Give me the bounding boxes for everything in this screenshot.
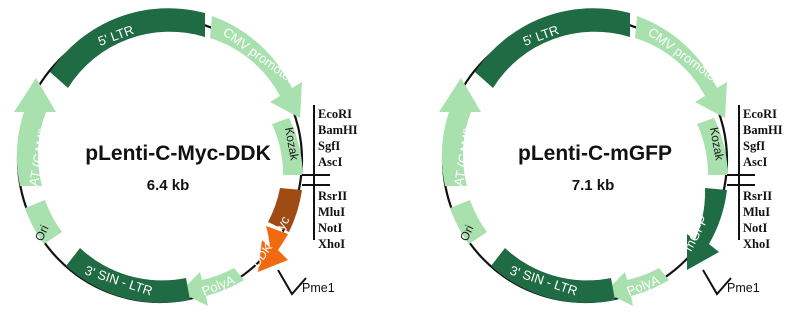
site-bamhi: BamHI xyxy=(743,123,783,137)
site-ascl: AscI xyxy=(743,155,767,169)
site-ascl: AscI xyxy=(318,155,342,169)
site-bamhi: BamHI xyxy=(318,123,358,137)
plasmid-map-myc-ddk: 5' LTR CMV promoter Kozak Myc DDK PolyA … xyxy=(14,8,358,306)
restriction-sites-upper: EcoRI BamHI SgfI AscI xyxy=(743,107,783,169)
feature-3-sin-ltr xyxy=(66,248,190,303)
restriction-sites-lower: RsrII MluI NotI XhoI xyxy=(743,189,772,251)
site-ecori: EcoRI xyxy=(318,107,352,121)
feature-cmv-promoter xyxy=(635,16,727,118)
feature-cmv-promoter-label: CMV promoter xyxy=(645,24,723,86)
site-mlui: MluI xyxy=(318,205,345,219)
feature-3-sin-ltr xyxy=(491,248,615,303)
feature-polya xyxy=(605,268,669,306)
feature-cat-cam xyxy=(439,78,481,186)
feature-cat-cam xyxy=(14,78,56,186)
feature-polya xyxy=(180,268,244,306)
feature-kozak-label: Kozak xyxy=(707,126,727,162)
plasmid-map-mgfp: 5' LTR CMV promoter Kozak mGFP PolyA 3' … xyxy=(439,8,783,306)
pme1-label: Pme1 xyxy=(727,281,760,295)
feature-myc-tag xyxy=(268,188,302,232)
site-noti: NotI xyxy=(743,221,767,235)
pme1-marker xyxy=(702,269,732,296)
site-xhoi: XhoI xyxy=(743,237,770,251)
feature-5-ltr xyxy=(50,8,205,89)
feature-ori xyxy=(25,200,62,244)
feature-kozak xyxy=(697,118,728,175)
site-mlui: MluI xyxy=(743,205,770,219)
restriction-bracket xyxy=(302,105,330,240)
feature-5-ltr xyxy=(475,8,630,89)
restriction-sites-upper: EcoRI BamHI SgfI AscI xyxy=(318,107,358,169)
feature-ddk-tag xyxy=(258,226,288,272)
site-rsrii: RsrII xyxy=(743,189,772,203)
plasmid-name: pLenti-C-mGFP xyxy=(518,142,672,165)
feature-kozak xyxy=(272,118,303,175)
plasmid-size: 6.4 kb xyxy=(147,177,190,194)
site-noti: NotI xyxy=(318,221,342,235)
site-xhoi: XhoI xyxy=(318,237,345,251)
feature-ori-label: Ori xyxy=(32,223,51,243)
pme1-marker xyxy=(277,269,307,296)
site-ecori: EcoRI xyxy=(743,107,777,121)
site-sgfi: SgfI xyxy=(318,139,340,153)
restriction-sites-lower: RsrII MluI NotI XhoI xyxy=(318,189,347,251)
site-sgfi: SgfI xyxy=(743,139,765,153)
feature-ori xyxy=(450,200,487,244)
feature-mgfp xyxy=(687,188,727,270)
plasmid-name: pLenti-C-Myc-DDK xyxy=(85,142,270,165)
feature-kozak-label: Kozak xyxy=(282,126,302,162)
feature-ori-label: Ori xyxy=(457,223,476,243)
site-rsrii: RsrII xyxy=(318,189,347,203)
feature-cmv-promoter-label: CMV promoter xyxy=(220,24,298,86)
pme1-label: Pme1 xyxy=(302,281,335,295)
restriction-bracket xyxy=(727,105,755,240)
feature-cmv-promoter xyxy=(210,16,302,118)
plasmid-size: 7.1 kb xyxy=(572,177,615,194)
